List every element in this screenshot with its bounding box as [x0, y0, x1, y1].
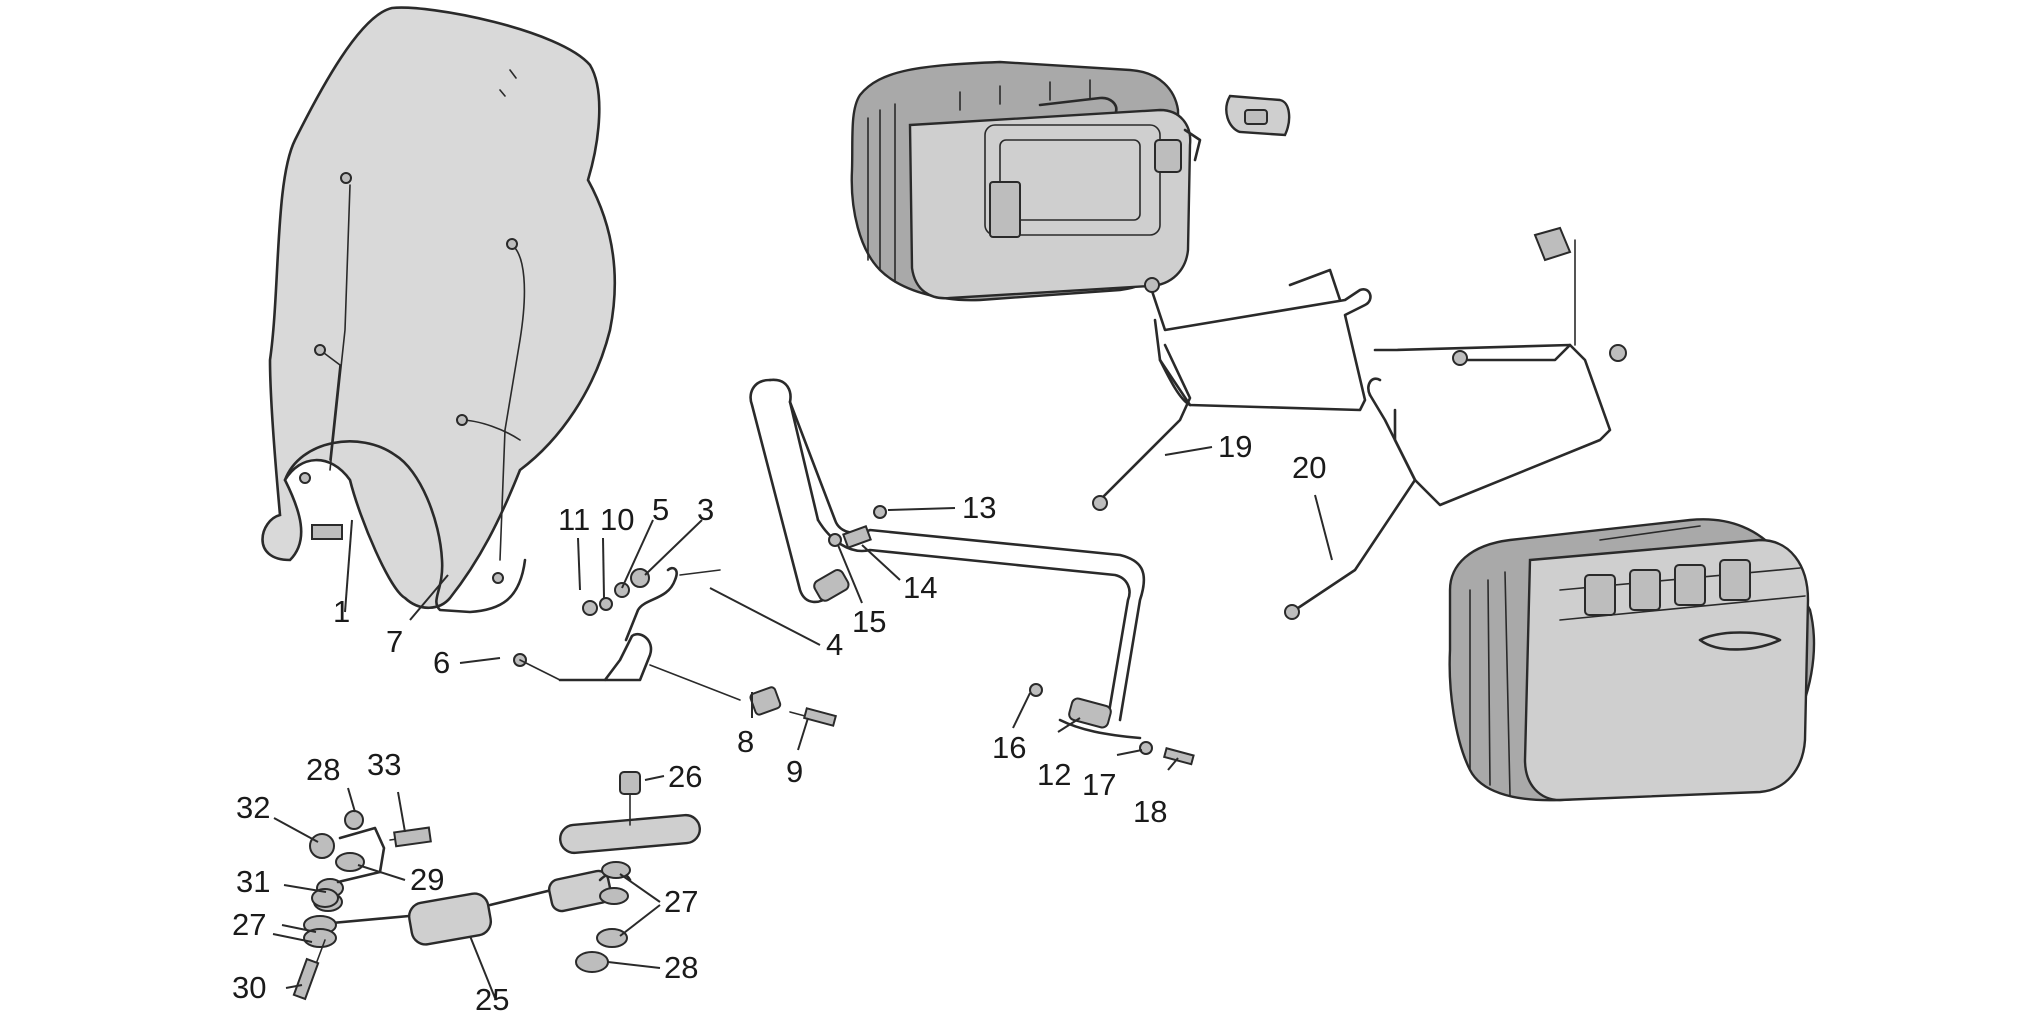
callout-28-bottom: 28	[664, 950, 698, 985]
carrier-frame-tube	[749, 378, 1195, 766]
callout-13: 13	[962, 490, 996, 525]
callout-20: 20	[1292, 450, 1326, 485]
callout-9: 9	[786, 754, 803, 789]
pannier-right	[1448, 518, 1816, 802]
callout-6: 6	[433, 645, 450, 680]
pannier-frame-19	[1092, 268, 1372, 511]
callout-32: 32	[236, 790, 270, 825]
callout-16: 16	[992, 730, 1026, 765]
callout-19: 19	[1218, 429, 1252, 464]
damper-assembly	[292, 771, 701, 1001]
callout-labels: 1 7 6 11 10 5 3 4 8 9 13 14 15 16 12 17 …	[232, 429, 1326, 1017]
leader-lines	[272, 446, 1333, 999]
callout-5: 5	[652, 492, 669, 527]
callout-11: 11	[558, 502, 590, 537]
callout-12: 12	[1037, 757, 1071, 792]
callout-15: 15	[852, 604, 886, 639]
callout-4: 4	[826, 627, 843, 662]
mount-bracket	[513, 566, 838, 727]
callout-1: 1	[333, 594, 350, 629]
pannier-left	[850, 60, 1202, 302]
callout-10: 10	[600, 502, 634, 537]
callout-30: 30	[232, 970, 266, 1005]
callout-28-top: 28	[306, 752, 340, 787]
callout-33: 33	[367, 747, 401, 782]
callout-7: 7	[386, 624, 403, 659]
callout-26: 26	[668, 759, 702, 794]
callout-29: 29	[410, 862, 444, 897]
callout-27-left: 27	[232, 907, 266, 942]
callout-27-right: 27	[664, 884, 698, 919]
windshield	[261, 6, 616, 614]
latch-plate	[1225, 94, 1291, 137]
callout-17: 17	[1082, 767, 1116, 802]
callout-8: 8	[737, 724, 754, 759]
callout-25: 25	[475, 982, 509, 1017]
callout-31: 31	[236, 864, 270, 899]
callout-18: 18	[1133, 794, 1167, 829]
callout-3: 3	[697, 492, 714, 527]
pannier-frame-20	[1284, 226, 1627, 620]
callout-14: 14	[903, 570, 937, 605]
